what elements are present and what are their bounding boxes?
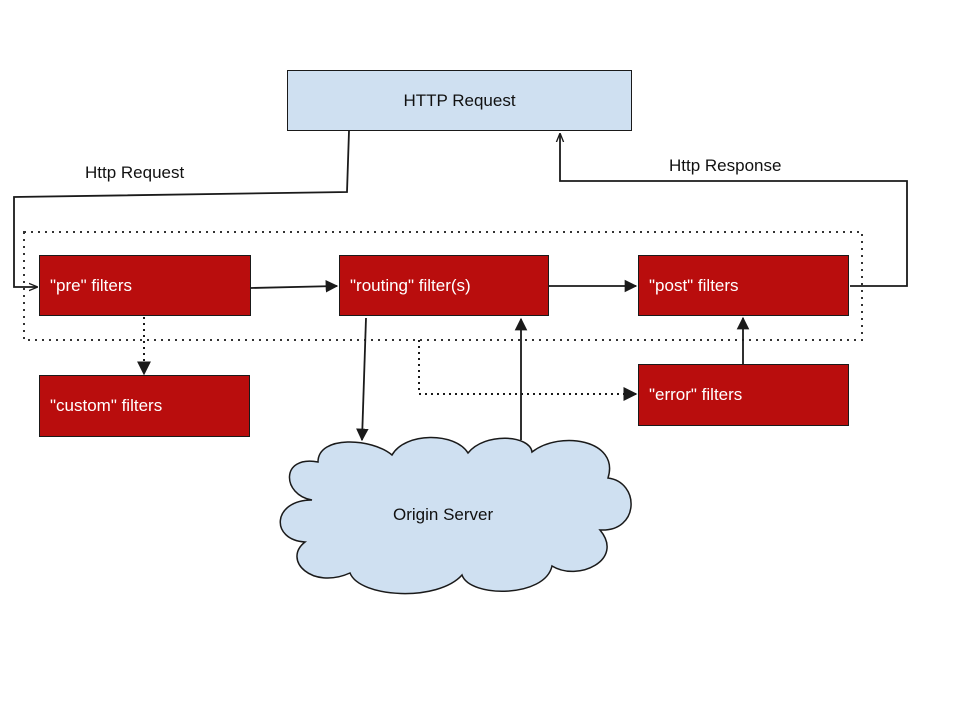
edge-routing-to-origin: [356, 317, 369, 442]
post-filters-label: "post" filters: [649, 275, 739, 295]
http-request-edge-label: Http Request: [85, 163, 185, 182]
routing-filters-label: "routing" filter(s): [350, 275, 471, 295]
error-filters-label: "error" filters: [649, 385, 743, 404]
edge-request-to-pre: [13, 130, 350, 287]
post-filters-node: "post" filters: [638, 255, 849, 316]
custom-filters-label: "custom" filters: [50, 396, 163, 415]
origin-server-label: Origin Server: [393, 505, 494, 524]
edge-pre-to-routing: [250, 279, 339, 293]
pre-filters-label: "pre" filters: [50, 275, 132, 295]
http-request-node: HTTP Request: [287, 70, 632, 131]
http-response-edge-label: Http Response: [669, 156, 782, 175]
edge-group-to-error: [418, 340, 638, 401]
http-request-node-label: HTTP Request: [403, 90, 516, 110]
error-filters-node: "error" filters: [638, 364, 849, 426]
custom-filters-node: "custom" filters: [39, 375, 250, 437]
filter-group-border: [23, 231, 863, 341]
routing-filters-node: "routing" filter(s): [339, 255, 549, 316]
origin-server-cloud: [279, 436, 632, 595]
pre-filters-node: "pre" filters: [39, 255, 251, 316]
edge-post-to-response: [560, 134, 908, 287]
